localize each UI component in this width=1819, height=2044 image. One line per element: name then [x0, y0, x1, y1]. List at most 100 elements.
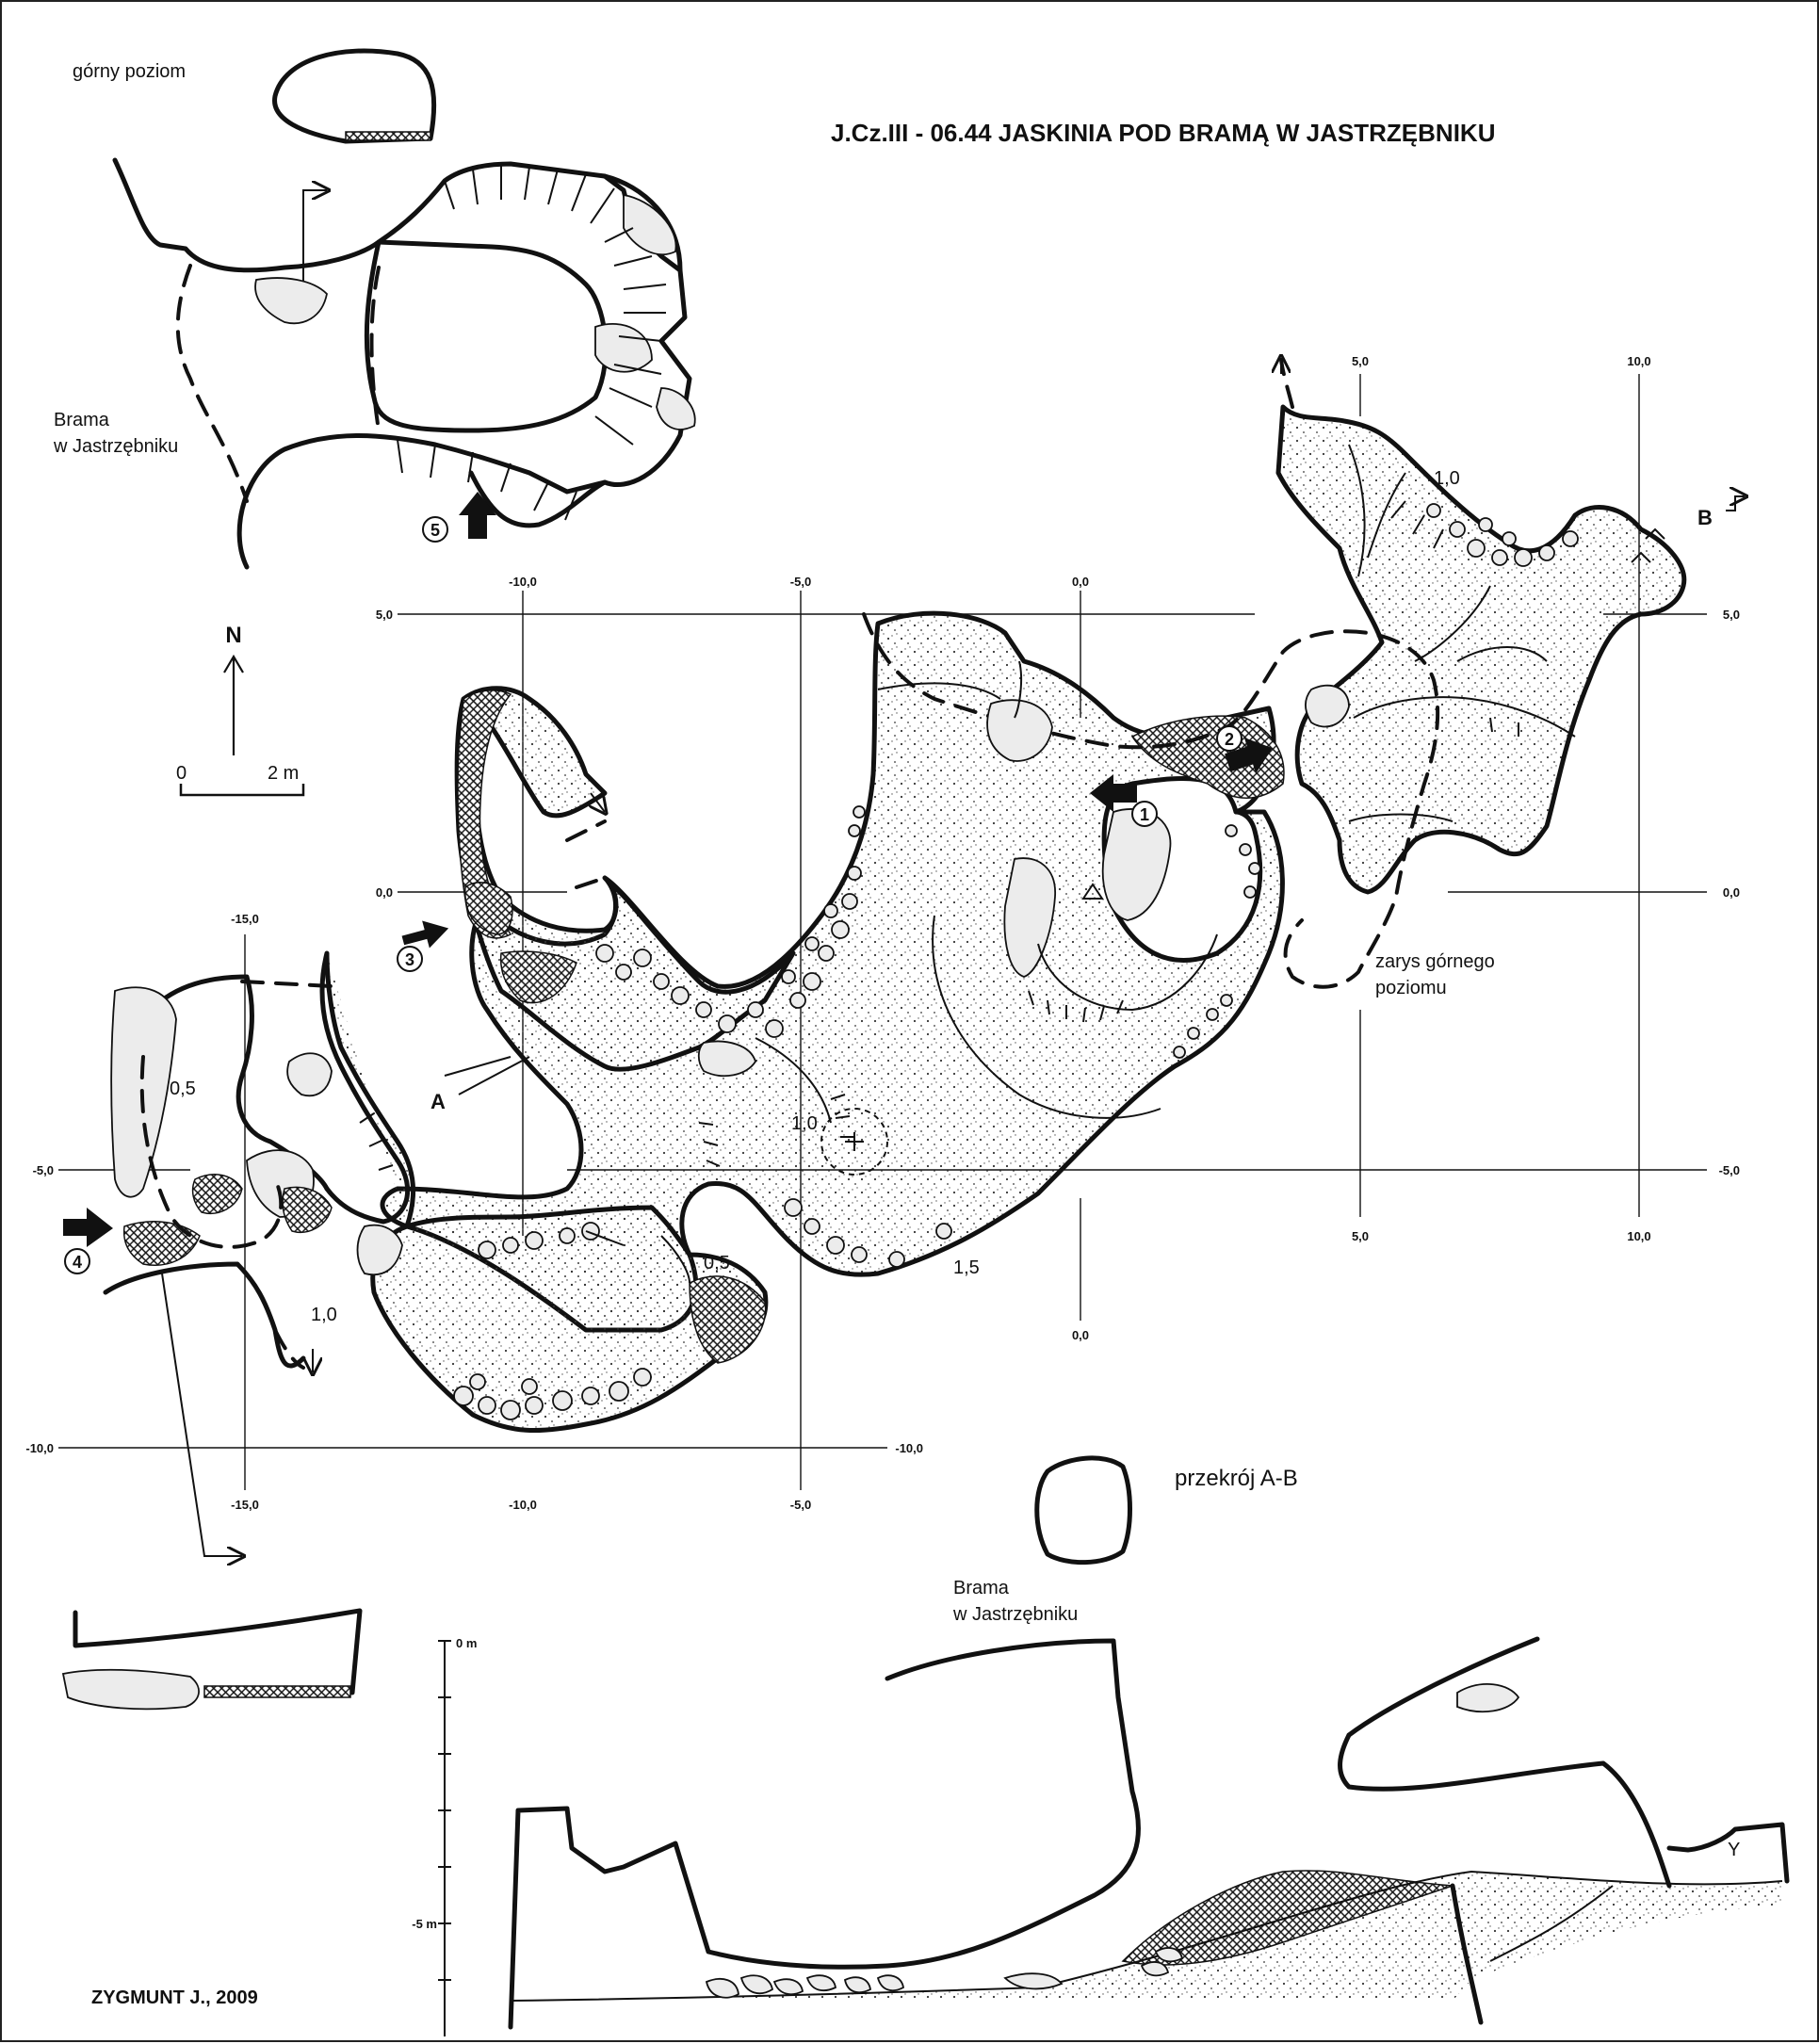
- entrance-3-arrow: [401, 920, 449, 949]
- brama-section-label-1: Brama: [953, 1578, 1010, 1598]
- depth-top-label: 0 m: [456, 1636, 477, 1650]
- west-lead-arrow: [591, 792, 605, 812]
- grid-x-top-3: 0,0: [1072, 575, 1089, 589]
- north-arrow: N: [223, 623, 244, 755]
- upper-outline-label-2: poziomu: [1375, 978, 1447, 998]
- west-gate-pillar: [319, 950, 411, 1225]
- upper-level-inset: górny poziom Brama w Jastrzębniku 5: [53, 48, 696, 570]
- west-gate-lower: [103, 1261, 306, 1369]
- grid-y-mid: -10,0: [895, 1441, 923, 1455]
- upper-outline-label-1: zarys górnego: [1375, 951, 1495, 972]
- profile-lead-arrow: [161, 1273, 242, 1556]
- rock-main-3: [1003, 857, 1056, 978]
- entrance-5-marker: [422, 516, 448, 543]
- profile-left-hatch: [203, 1685, 351, 1698]
- grid-y-left-2: 0,0: [376, 885, 393, 900]
- longitudinal-profile: 0 m -5 m Brama w Jastrzębniku Y: [61, 1578, 1790, 2036]
- profile-inner-line: [1489, 1885, 1614, 1962]
- depth-axis-ticks: [438, 1640, 451, 1981]
- depth-label-6: 1,5: [953, 1257, 980, 1278]
- section-line-a: [458, 1056, 530, 1095]
- grid-x-bottom-4: 0,0: [1072, 1328, 1089, 1342]
- entrance-4-marker: [64, 1248, 90, 1274]
- grid-x-bottom-3: -5,0: [790, 1498, 811, 1512]
- brama-plan-label-1: Brama: [54, 410, 110, 430]
- brama-plan-label-2: w Jastrzębniku: [53, 436, 178, 457]
- west-dashed-2: [240, 980, 333, 988]
- inner-gate-dashed: [565, 819, 607, 889]
- scale-bar: 0 2 m: [176, 763, 305, 797]
- grid-x-bottom-5: 5,0: [1352, 1229, 1369, 1243]
- entrance-1-arrow: [1090, 774, 1137, 812]
- inset-rock-3: [594, 323, 653, 373]
- depth-label-3: 1,0: [791, 1113, 818, 1134]
- rubble-field: [453, 503, 1579, 1420]
- west-dashed-1: [139, 1055, 284, 1249]
- profile-far-right-wall: [1666, 1822, 1790, 1884]
- profile-upper-ceiling: [1346, 1636, 1540, 1738]
- grid-x-upper-left: -15,0: [231, 912, 259, 926]
- grid-x-bottom-6: 10,0: [1627, 1229, 1650, 1243]
- grid-x-top-1: -10,0: [509, 575, 537, 589]
- inset-rock-1: [254, 277, 328, 325]
- entrance-1-number: 1: [1140, 805, 1149, 824]
- inset-rock-4: [656, 387, 696, 430]
- section-a-label: A: [430, 1090, 446, 1113]
- scale-length: 2 m: [268, 763, 299, 784]
- grid-y-right-2: 0,0: [1723, 885, 1740, 900]
- rock-main-5: [1305, 684, 1350, 728]
- inset-dashed-outline: [175, 264, 249, 503]
- entrance-4-number: 4: [73, 1253, 82, 1272]
- south-hatch: [689, 1275, 767, 1364]
- inset-section-arrow: [302, 190, 327, 289]
- depth-label-2: 0,5: [170, 1079, 196, 1099]
- entrance-1: 1: [1090, 774, 1158, 827]
- profile-left-wall: [73, 1608, 363, 1695]
- entrance-2: 2: [1216, 725, 1273, 774]
- contour-lines: [444, 444, 1576, 1284]
- upper-right-passage: [1275, 404, 1687, 895]
- depth-label-5: 0,5: [704, 1253, 730, 1273]
- left-entrance-chamber: [324, 952, 769, 1434]
- upper-level-chamber: [272, 48, 437, 144]
- west-rock-3: [286, 1052, 333, 1097]
- north-label: N: [225, 623, 241, 648]
- brama-section-label-2: w Jastrzębniku: [952, 1604, 1078, 1625]
- entrance-3: 3: [397, 920, 449, 972]
- grid-y-left-4: -10,0: [25, 1441, 54, 1455]
- entrance-5-arrow: [459, 492, 496, 539]
- entrance-4-arrow: [63, 1208, 113, 1247]
- west-hatch-1: [122, 1221, 201, 1266]
- profile-upper-chamber: [1338, 1732, 1672, 1889]
- upper-level-label: górny poziom: [73, 61, 186, 82]
- doline-cross: [845, 1132, 864, 1151]
- grid-y-right-1: 5,0: [1723, 608, 1740, 622]
- rock-main-2: [1101, 808, 1172, 921]
- west-hatch-2: [191, 1174, 243, 1214]
- hatch-patch-a: [499, 950, 577, 1004]
- grid-x-bottom-1: -15,0: [231, 1498, 259, 1512]
- entrance-3-number: 3: [405, 950, 414, 969]
- rock-main-4: [697, 1040, 756, 1078]
- inset-bottom-wall: [236, 433, 608, 570]
- entrance-3-marker: [397, 946, 423, 972]
- depth-label-4: 1,0: [311, 1305, 337, 1325]
- cross-section-ab-label: przekrój A-B: [1175, 1466, 1298, 1491]
- profile-sediment: [511, 1872, 1782, 2001]
- grid-x-top-5: 10,0: [1627, 354, 1650, 368]
- inset-rock-2: [623, 193, 677, 256]
- entrance-1-marker: [1131, 801, 1158, 827]
- depth-bottom-label: -5 m: [412, 1917, 437, 1931]
- grid-x-top-2: -5,0: [790, 575, 811, 589]
- west-rock-2: [356, 1224, 403, 1276]
- section-b-label: B: [1697, 506, 1713, 529]
- grid-y-left-3: -5,0: [33, 1163, 54, 1177]
- upper-level-floor-hatch: [345, 131, 431, 141]
- entrance-2-marker: [1216, 725, 1242, 752]
- grid-y-right-3: -5,0: [1719, 1163, 1740, 1177]
- north-dashed-lead: [1279, 358, 1294, 409]
- map-title: J.Cz.III - 06.44 JASKINIA POD BRAMĄ W JA…: [831, 119, 1495, 147]
- cave-plan: [103, 358, 1745, 1556]
